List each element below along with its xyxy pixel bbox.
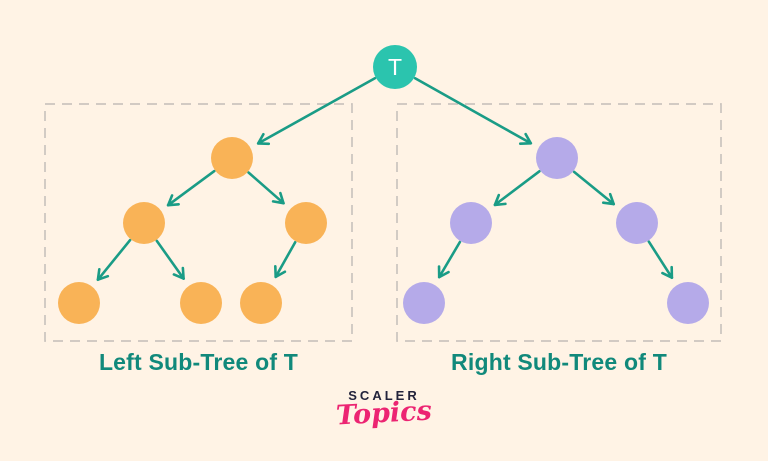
right-subtree-label: Right Sub-Tree of T	[451, 349, 667, 375]
edge-L1-L2	[166, 169, 216, 207]
edge-R1-R3	[572, 170, 616, 206]
edge-R1-R2	[493, 170, 541, 207]
left-subtree-label: Left Sub-Tree of T	[98, 349, 299, 375]
edge-L3-L6	[274, 240, 297, 279]
right-subtree-box	[396, 103, 722, 342]
edge-T-L1	[256, 76, 377, 146]
edge-R2-R4	[437, 240, 462, 279]
edge-L2-L5	[155, 239, 185, 280]
tree-node-L5	[180, 282, 222, 324]
tree-node-R4	[403, 282, 445, 324]
tree-node-L6	[240, 282, 282, 324]
tree-node-R3	[616, 202, 658, 244]
tree-node-R2	[450, 202, 492, 244]
tree-node-L2	[123, 202, 165, 244]
tree-node-L3	[285, 202, 327, 244]
tree-node-L1	[211, 137, 253, 179]
left-subtree-box	[44, 103, 353, 342]
edge-T-R1	[413, 77, 533, 145]
edge-R3-R5	[647, 240, 674, 280]
edge-L1-L3	[247, 171, 285, 205]
root-node-T: T	[373, 45, 417, 89]
tree-node-R5	[667, 282, 709, 324]
tree-node-R1	[536, 137, 578, 179]
edge-L2-L4	[96, 238, 132, 282]
tree-node-L4	[58, 282, 100, 324]
